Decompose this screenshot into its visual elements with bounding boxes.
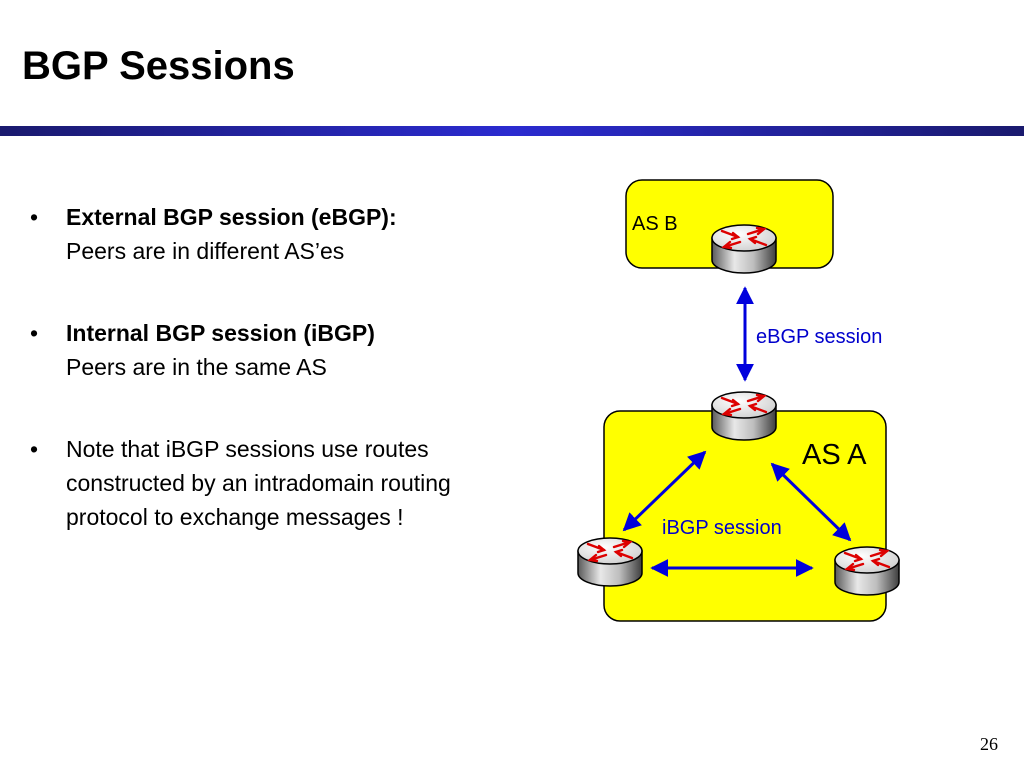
- bullet-ebgp-text: Peers are in different AS’es: [66, 238, 345, 264]
- as-a-label: AS A: [802, 439, 867, 471]
- slide-title: BGP Sessions: [22, 44, 295, 88]
- router-icon-as-a-right: [833, 545, 901, 597]
- as-b-label: AS B: [632, 213, 678, 235]
- bullet-ibgp-text: Peers are in the same AS: [66, 354, 327, 380]
- bullet-note-text: Note that iBGP sessions use routes const…: [66, 436, 451, 530]
- bullet-ibgp: Internal BGP session (iBGP) Peers are in…: [30, 316, 500, 384]
- bullet-ebgp-heading: External BGP session (eBGP):: [66, 204, 397, 230]
- bullet-note: Note that iBGP sessions use routes const…: [30, 432, 500, 534]
- ebgp-session-label: eBGP session: [756, 326, 882, 348]
- page-number: 26: [980, 734, 998, 754]
- ibgp-arrow-left: [622, 450, 707, 532]
- title-divider: [0, 126, 1024, 136]
- ibgp-arrow-right: [770, 462, 852, 542]
- router-icon-as-b: [710, 223, 778, 275]
- bullet-ibgp-heading: Internal BGP session (iBGP): [66, 320, 375, 346]
- router-icon-as-a-top: [710, 390, 778, 442]
- bullet-list: External BGP session (eBGP): Peers are i…: [30, 200, 500, 582]
- router-icon-as-a-left: [576, 536, 644, 588]
- bullet-ebgp: External BGP session (eBGP): Peers are i…: [30, 200, 500, 268]
- ibgp-session-label: iBGP session: [662, 517, 782, 539]
